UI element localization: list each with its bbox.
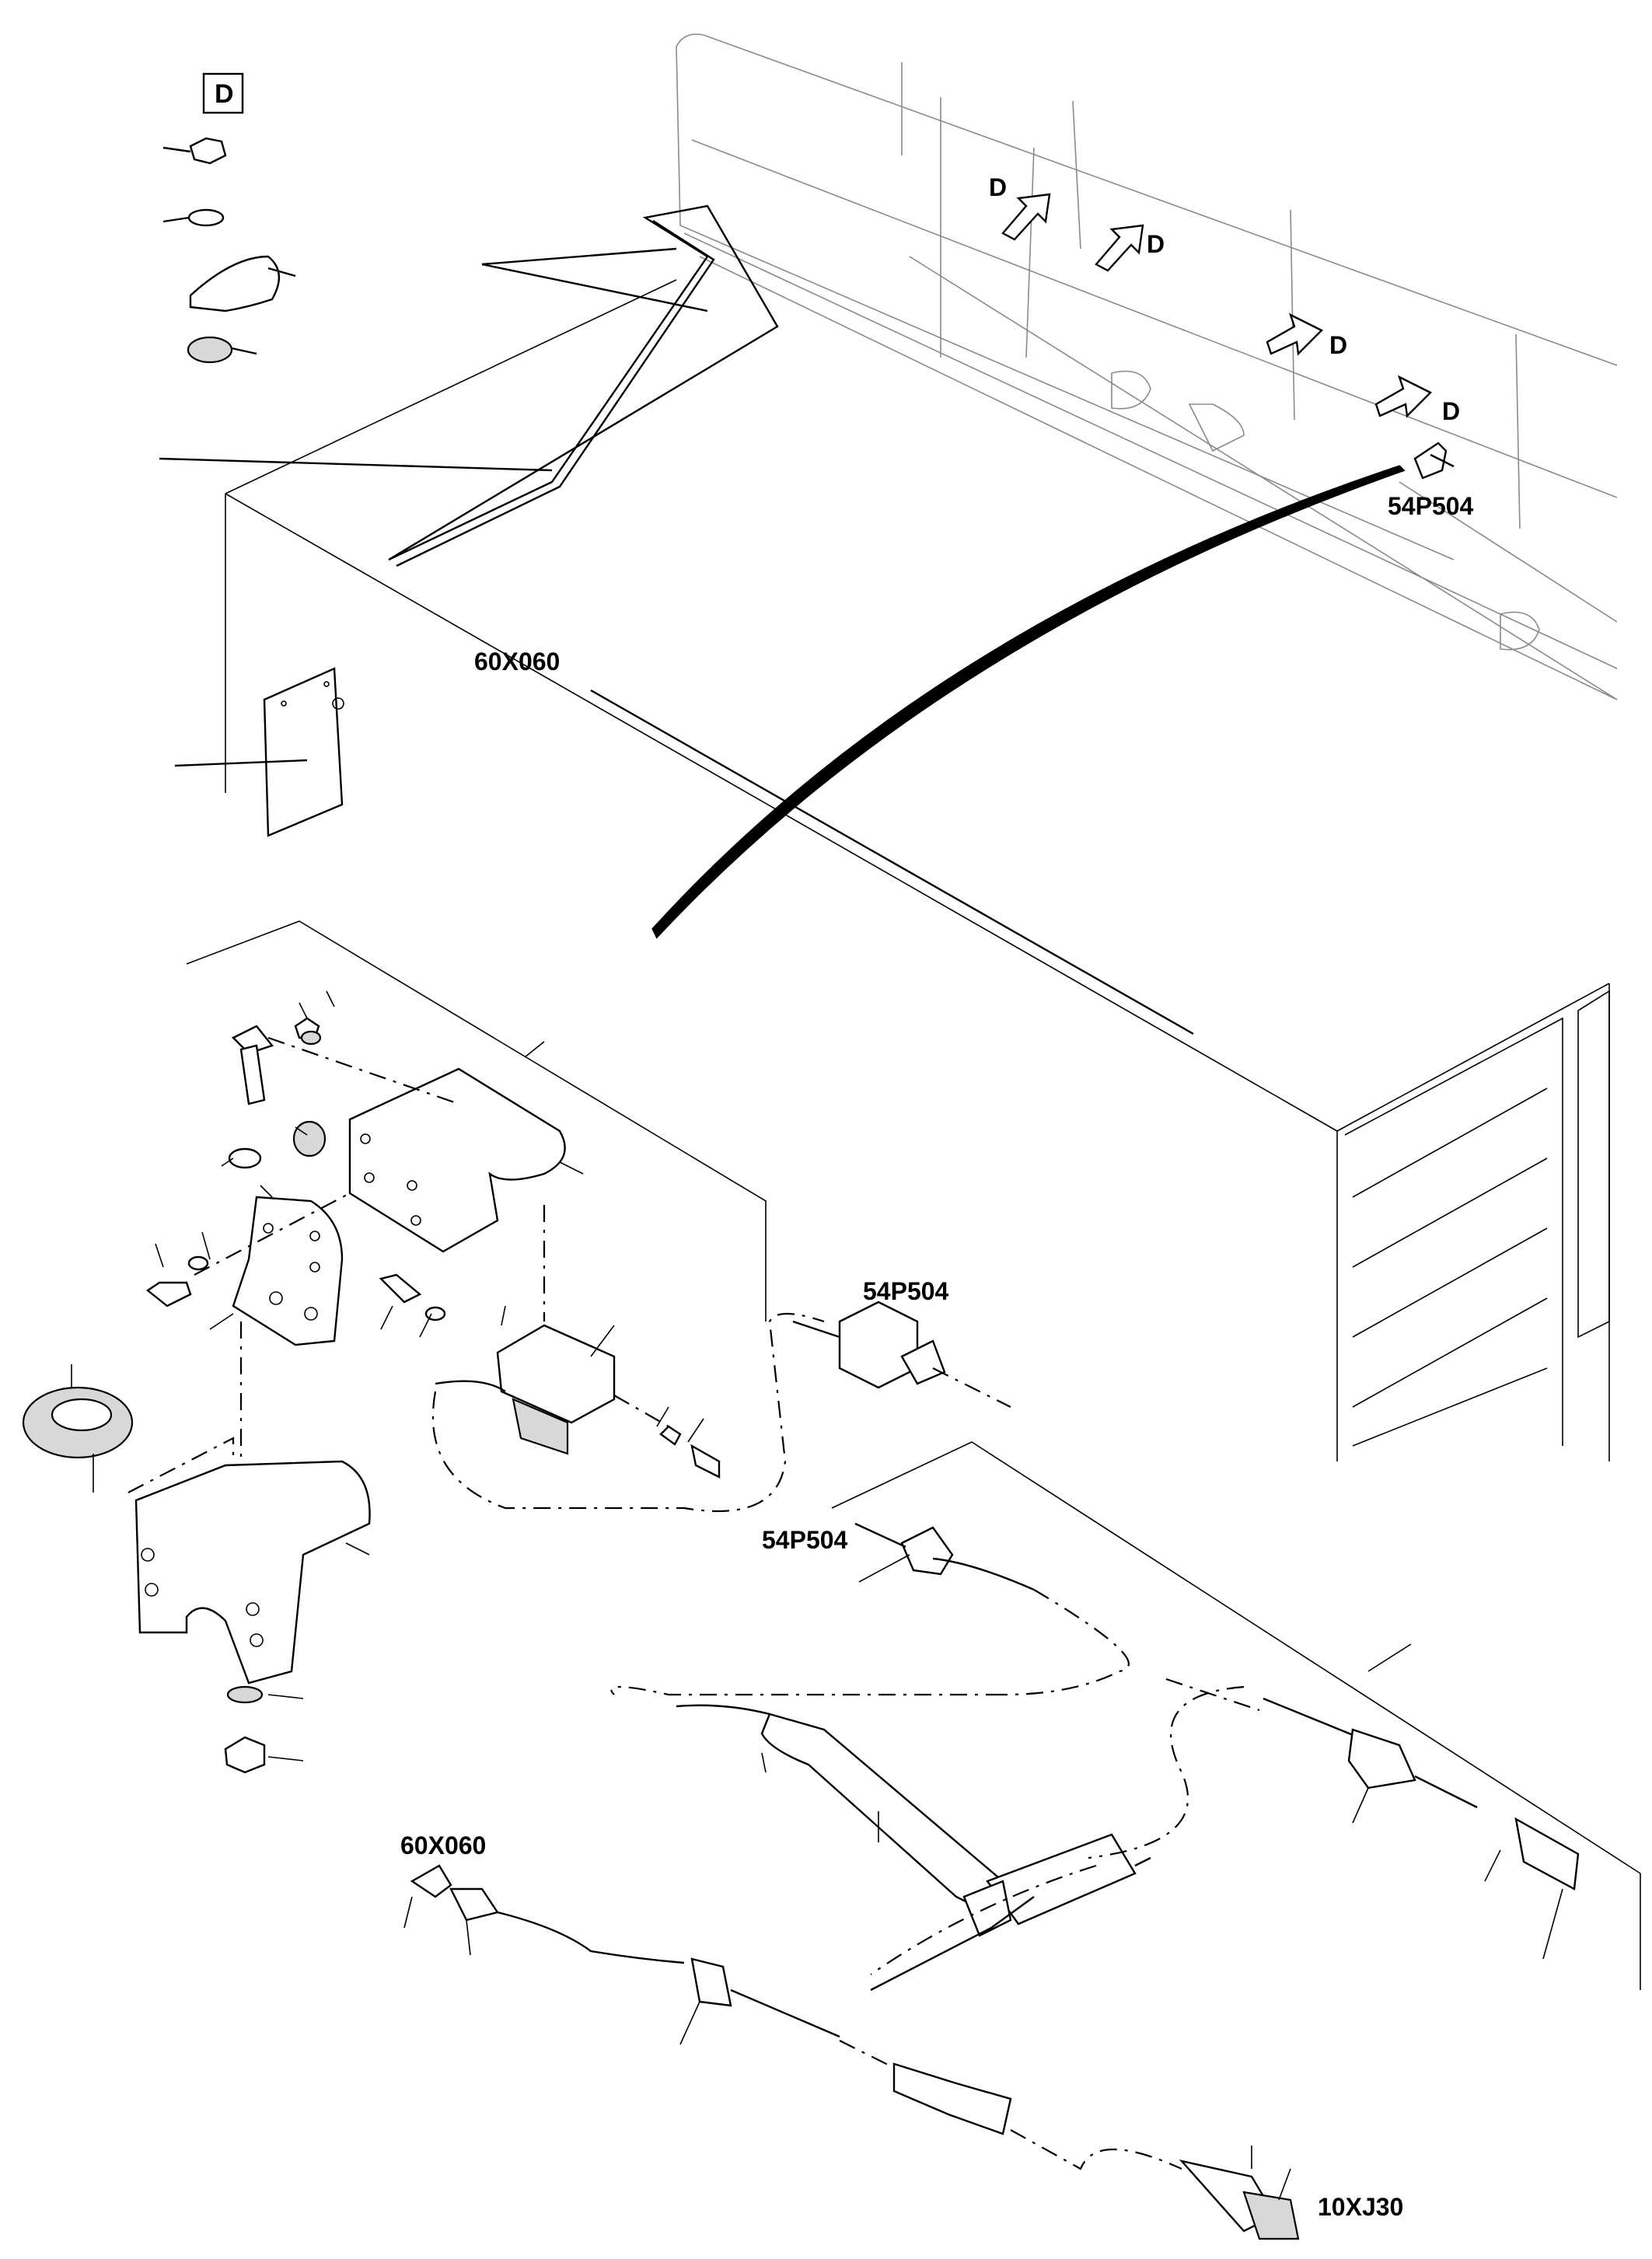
harness-60x060-bottom: 60X060 10XJ30 <box>400 1831 1403 2240</box>
detail-d-marker: D <box>215 79 234 109</box>
lower-frame <box>831 1441 1641 1990</box>
detail-d-box <box>202 72 244 114</box>
view-arrow-label-4: D <box>1442 397 1460 425</box>
harness-60x060-run <box>590 689 1194 1035</box>
view-arrow-label-1: D <box>989 173 1007 201</box>
label-60x060-top: 60X060 <box>474 648 560 676</box>
label-54p504-lower: 54P504 <box>762 1526 848 1554</box>
mounting-bracket <box>232 1196 344 1346</box>
actuator-assembly <box>145 1017 721 1479</box>
cover-plate <box>174 667 344 837</box>
connector-54p504-lower: 54P504 <box>762 1522 1035 1591</box>
view-arrows: D D D D <box>989 173 1460 425</box>
sensor-54p504-top: 54P504 <box>1388 442 1474 520</box>
actuator-body <box>496 1324 616 1424</box>
radiator-grille <box>1344 990 1610 1447</box>
connector-54p504-mid: 54P504 <box>792 1277 1011 1408</box>
lower-harness <box>610 1589 1580 1992</box>
label-60x060-bottom: 60X060 <box>400 1831 486 1859</box>
label-54p504-top: 54P504 <box>1388 492 1474 520</box>
railing-platform <box>676 33 1618 700</box>
view-arrow-label-3: D <box>1329 331 1347 359</box>
assembly-lines <box>127 1036 825 1513</box>
label-10xj30: 10XJ30 <box>1318 2193 1403 2221</box>
cover-housing <box>348 1067 566 1253</box>
view-arrow-label-2: D <box>1147 230 1165 258</box>
leader-lines <box>71 990 704 1761</box>
label-54p504-mid: 54P504 <box>863 1277 949 1305</box>
main-curved-cable <box>651 465 1406 939</box>
upper-cable-route <box>159 204 779 567</box>
exploded-frame <box>186 920 767 1322</box>
u-bracket <box>134 1460 371 1774</box>
detail-d-stack: D <box>162 72 296 364</box>
grommet <box>22 1386 134 1459</box>
